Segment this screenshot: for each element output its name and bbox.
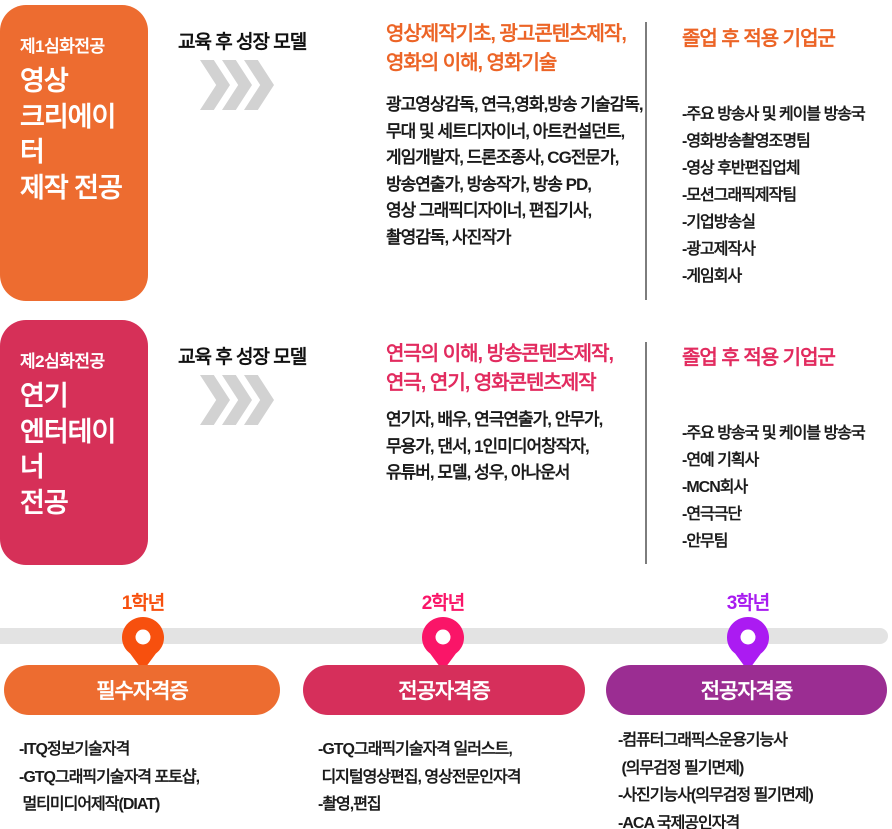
company-item: -MCN회사	[682, 479, 748, 496]
chevrons-right-icon	[200, 375, 274, 425]
courses-text: 영상제작기초, 광고콘텐츠제작, 영화의 이해, 영화기술	[386, 23, 627, 74]
cert-list-year1: -ITQ정보기술자격 -GTQ그래픽기술자격 포토샵, 멀티미디어제작(DIAT…	[19, 736, 200, 819]
major-card-acting-entertainer: 제2심화전공 연기 엔터테이너 전공	[0, 320, 148, 565]
careers-text: 연기자, 배우, 연극연출가, 안무가, 무용가, 댄서, 1인미디어창작자, …	[386, 410, 603, 482]
company-item: -모션그래픽제작팀	[682, 187, 797, 204]
major-title: 연기 엔터테이너 전공	[20, 381, 116, 518]
company-item: -주요 방송국 및 케이블 방송국	[682, 425, 866, 442]
chevrons-right-icon	[200, 60, 274, 110]
cert-list-year2: -GTQ그래픽기술자격 일러스트, 디지털영상편집, 영상전문인자격 -촬영,편…	[318, 736, 521, 819]
cert-item: -ACA 국제공인자격	[618, 814, 740, 829]
growth-model-label: 교육 후 성장 모델	[178, 32, 307, 53]
growth-model-label: 교육 후 성장 모델	[178, 347, 307, 368]
company-item: -기업방송실	[682, 214, 756, 231]
major-title: 영상 크리에이터 제작 전공	[20, 66, 123, 203]
courses-text: 연극의 이해, 방송콘텐츠제작, 연극, 연기, 영화콘텐츠제작	[386, 343, 614, 394]
companies-list: -주요 방송국 및 케이블 방송국 -연예 기획사 -MCN회사 -연극극단 -…	[682, 420, 890, 555]
year-label-3: 3학년	[726, 593, 771, 614]
year-label-2: 2학년	[421, 593, 466, 614]
careers-text: 광고영상감독, 연극,영화,방송 기술감독, 무대 및 세트디자이너, 아트컨설…	[386, 95, 644, 247]
year-label-1: 1학년	[121, 593, 166, 614]
company-item: -게임회사	[682, 268, 742, 285]
major-badge: 제1심화전공	[20, 37, 105, 56]
companies-title: 졸업 후 적용 기업군	[682, 28, 836, 50]
cert-item: -GTQ그래픽기술자격 일러스트,	[318, 741, 513, 758]
vertical-divider	[645, 22, 647, 300]
company-item: -연예 기획사	[682, 452, 759, 469]
cert-item: 디지털영상편집, 영상전문인자격	[318, 768, 521, 786]
company-item: -연극극단	[682, 506, 742, 523]
cert-list-year3: -컴퓨터그래픽스운용기능사 (의무검정 필기면제) -사진기능사(의무검정 필기…	[618, 727, 814, 829]
chevron-right-icon	[200, 60, 230, 110]
cert-item: -사진기능사(의무검정 필기면제)	[618, 787, 814, 804]
cert-item: -컴퓨터그래픽스운용기능사	[618, 732, 788, 749]
major-card-video-creator: 제1심화전공 영상 크리에이터 제작 전공	[0, 5, 148, 301]
vertical-divider	[645, 342, 647, 564]
cert-item: 멀티미디어제작(DIAT)	[19, 796, 160, 813]
cert-item: -촬영,편집	[318, 796, 382, 813]
cert-item: -ITQ정보기술자격	[19, 741, 130, 758]
company-item: -안무팀	[682, 533, 729, 550]
cert-pill-required: 필수자격증	[4, 665, 280, 715]
companies-list: -주요 방송사 및 케이블 방송국 -영화방송촬영조명팀 -영상 후반편집업체 …	[682, 101, 890, 290]
cert-pill-major-year2: 전공자격증	[303, 665, 585, 715]
location-pin-icon-year1	[121, 616, 165, 672]
company-item: -영상 후반편집업체	[682, 160, 801, 177]
company-item: -광고제작사	[682, 241, 756, 258]
cert-pill-major-year3: 전공자격증	[606, 665, 887, 715]
major-badge: 제2심화전공	[20, 352, 105, 371]
cert-item: -GTQ그래픽기술자격 포토샵,	[19, 768, 200, 786]
chevron-right-icon	[200, 375, 230, 425]
company-item: -영화방송촬영조명팀	[682, 133, 811, 150]
companies-title: 졸업 후 적용 기업군	[682, 347, 836, 369]
companies-column: 졸업 후 적용 기업군 -주요 방송국 및 케이블 방송국 -연예 기획사 -M…	[682, 341, 890, 555]
cert-item: (의무검정 필기면제)	[618, 759, 744, 777]
location-pin-icon-year3	[726, 616, 770, 672]
location-pin-icon-year2	[421, 616, 465, 672]
companies-column: 졸업 후 적용 기업군 -주요 방송사 및 케이블 방송국 -영화방송촬영조명팀…	[682, 22, 890, 290]
company-item: -주요 방송사 및 케이블 방송국	[682, 106, 866, 123]
